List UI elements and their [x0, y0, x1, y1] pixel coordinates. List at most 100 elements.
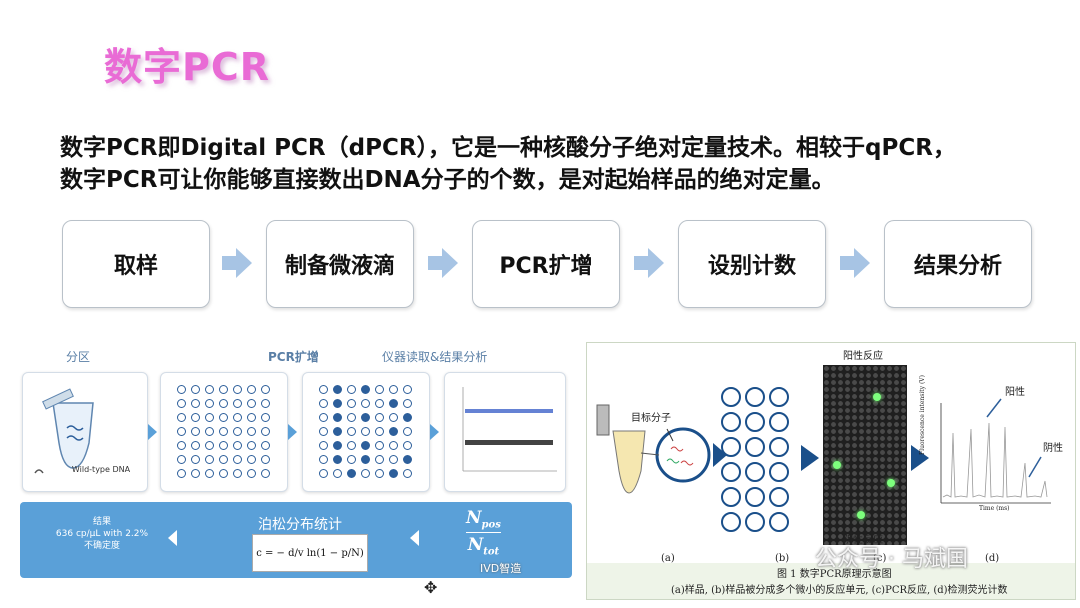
droplet — [177, 469, 186, 478]
ntot-letter: N — [467, 535, 484, 556]
positive-droplet — [887, 479, 895, 487]
dpcr-principle-figure: 目标分子 阳性反应 阴性反应 阳性 阴性 Fluorescence intens… — [586, 342, 1076, 600]
poisson-formula: c = − d/v ln(1 − p/N) — [252, 534, 368, 572]
label-read: 仪器读取&结果分析 — [382, 350, 488, 364]
droplet — [361, 427, 370, 436]
droplet — [375, 413, 384, 422]
droplet — [333, 399, 342, 408]
arrow-left-icon — [410, 530, 419, 546]
droplet — [769, 387, 789, 407]
droplet — [375, 427, 384, 436]
droplet — [403, 399, 412, 408]
droplet — [247, 413, 256, 422]
droplet — [247, 441, 256, 450]
npos-ntot-fraction: Npos Ntot — [466, 508, 501, 558]
statistics-bar: 结果 636 cp/μL with 2.2% 不确定度 泊松分布统计 c = −… — [20, 502, 572, 578]
droplet — [333, 413, 342, 422]
arrow-left-icon — [168, 530, 177, 546]
arrow-right-icon — [430, 424, 439, 440]
droplet — [389, 413, 398, 422]
droplet — [261, 427, 270, 436]
droplet — [319, 413, 328, 422]
poisson-label: 泊松分布统计 — [258, 517, 342, 533]
step-counting: 设别计数 — [678, 220, 826, 308]
partition-grid-card — [160, 372, 288, 492]
droplet — [247, 399, 256, 408]
arrow-right-icon — [148, 424, 157, 440]
sub-label-b: (b) — [775, 553, 790, 564]
droplet — [403, 385, 412, 394]
droplet — [745, 462, 765, 482]
droplet — [361, 413, 370, 422]
droplet — [745, 487, 765, 507]
droplet — [403, 413, 412, 422]
droplet — [233, 427, 242, 436]
droplet-grid — [717, 383, 807, 543]
droplet — [389, 469, 398, 478]
droplet — [721, 412, 741, 432]
caption-title: 图 1 数字PCR原理示意图 — [777, 569, 892, 580]
droplet — [347, 413, 356, 422]
droplet — [191, 399, 200, 408]
label-pcr: PCR扩增 — [268, 350, 319, 364]
droplet — [319, 455, 328, 464]
droplet — [333, 441, 342, 450]
sub-label-c: (c) — [873, 553, 887, 564]
droplet — [233, 441, 242, 450]
droplet — [319, 427, 328, 436]
droplet — [205, 413, 214, 422]
droplet — [745, 512, 765, 532]
droplet — [333, 469, 342, 478]
axis-x-label: Time (ms) — [979, 505, 1010, 512]
droplet — [205, 441, 214, 450]
label-target: 目标分子 — [631, 413, 671, 424]
arrow-right-icon — [911, 445, 929, 471]
droplet — [219, 399, 228, 408]
droplet — [261, 469, 270, 478]
droplet — [219, 441, 228, 450]
droplet — [745, 437, 765, 457]
result-sub: 不确定度 — [83, 541, 120, 551]
droplet — [261, 441, 270, 450]
droplet — [319, 469, 328, 478]
droplet — [247, 385, 256, 394]
droplet — [721, 387, 741, 407]
droplet — [389, 427, 398, 436]
result-title: 结果 — [92, 517, 111, 527]
tube-label: Wild-type DNA — [71, 465, 131, 474]
droplet — [319, 441, 328, 450]
sub-label-a: (a) — [661, 553, 675, 564]
droplet — [319, 399, 328, 408]
arrow-right-icon — [288, 424, 297, 440]
droplet — [769, 512, 789, 532]
arrow-right-icon — [801, 445, 819, 471]
droplet — [261, 413, 270, 422]
droplet — [389, 385, 398, 394]
droplet — [205, 427, 214, 436]
droplet — [745, 412, 765, 432]
droplet — [347, 399, 356, 408]
intro-text: 数字PCR即Digital PCR（dPCR），它是一种核酸分子绝对定量技术。相… — [60, 132, 1070, 196]
droplet — [745, 387, 765, 407]
droplet — [333, 455, 342, 464]
droplet — [347, 455, 356, 464]
droplet — [769, 462, 789, 482]
droplet — [177, 385, 186, 394]
droplet — [361, 469, 370, 478]
step-pcr-amplification: PCR扩增 — [472, 220, 620, 308]
droplet — [177, 399, 186, 408]
droplet — [177, 427, 186, 436]
droplet — [361, 455, 370, 464]
droplet — [219, 455, 228, 464]
readout-plot-card — [444, 372, 566, 492]
positive-droplet — [833, 461, 841, 469]
droplet — [375, 469, 384, 478]
sample-tube-icon — [596, 404, 727, 494]
droplet — [375, 441, 384, 450]
droplet — [191, 441, 200, 450]
droplet — [361, 399, 370, 408]
droplet — [205, 399, 214, 408]
droplet — [219, 427, 228, 436]
droplet — [219, 469, 228, 478]
droplet — [205, 469, 214, 478]
